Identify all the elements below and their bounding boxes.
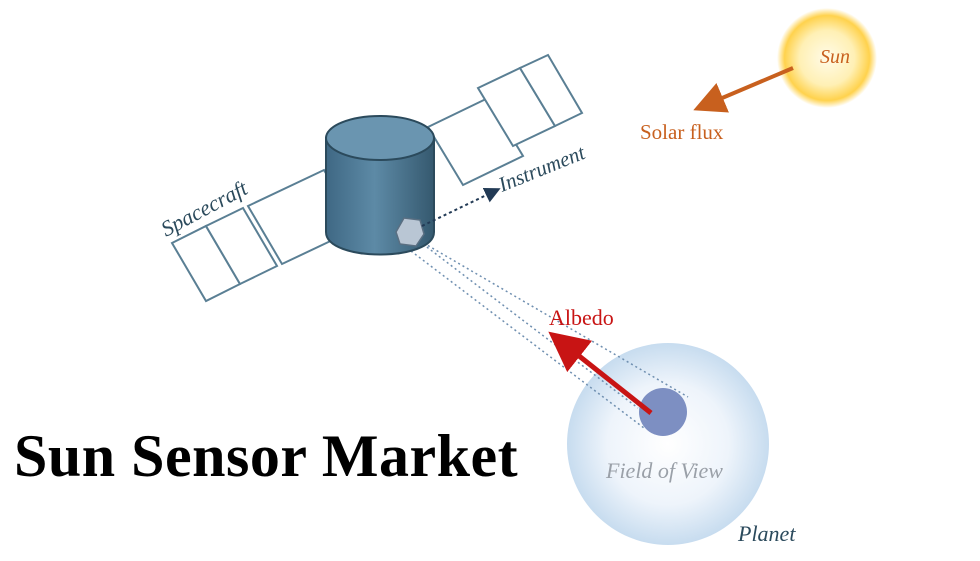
sun: Sun [777,8,877,108]
sun-label: Sun [820,46,850,68]
fov-cone [406,237,689,429]
field-of-view-label: Field of View [605,458,723,483]
spacecraft-top [325,115,435,161]
albedo-arrow [548,331,653,415]
solar-flux-arrow [693,66,794,113]
spacecraft: Spacecraft [157,53,584,303]
page-title: Sun Sensor Market [14,423,519,489]
instrument-pointer [421,187,501,227]
sun-glow [777,8,877,108]
planet-label: Planet [737,521,796,546]
solar-flux-label: Solar flux [640,120,724,144]
field-of-view-spot [639,388,687,436]
right-solar-panel [426,53,584,187]
sun-sensor [395,217,425,247]
albedo-label: Albedo [549,305,614,330]
planet-disc [567,343,769,545]
planet: Field of View Planet [567,343,796,546]
